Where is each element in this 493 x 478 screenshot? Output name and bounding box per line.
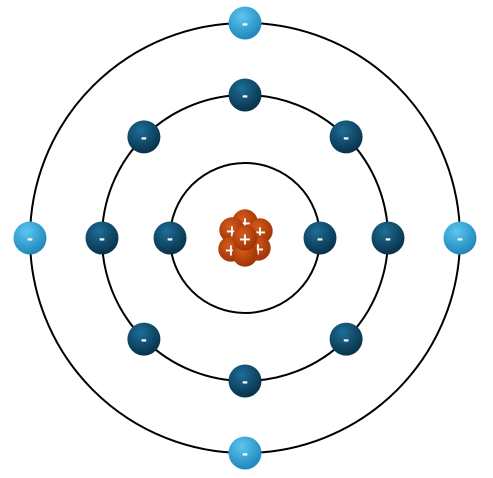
electron-sphere xyxy=(329,322,363,356)
electron-minus-sign: - xyxy=(141,331,147,349)
electron: - xyxy=(329,120,363,154)
electron-sphere xyxy=(127,120,161,154)
electron: - xyxy=(443,221,477,255)
electron-sphere xyxy=(127,322,161,356)
electron-sphere xyxy=(443,221,477,255)
electron-sphere xyxy=(13,221,47,255)
electron: - xyxy=(127,120,161,154)
electron-minus-sign: - xyxy=(343,129,349,147)
proton-plus-sign: + xyxy=(238,230,251,249)
electron: - xyxy=(228,364,262,398)
electron: - xyxy=(13,221,47,255)
electron-minus-sign: - xyxy=(457,230,463,248)
electrons: - - - - - - - - - - - - - - xyxy=(13,6,477,470)
electron-sphere xyxy=(85,221,119,255)
electron-minus-sign: - xyxy=(242,373,248,391)
electron: - xyxy=(85,221,119,255)
electron-sphere xyxy=(228,6,262,40)
electron: - xyxy=(228,78,262,112)
electron: - xyxy=(228,6,262,40)
electron-sphere xyxy=(303,221,337,255)
electron: - xyxy=(371,221,405,255)
electron: - xyxy=(329,322,363,356)
electron: - xyxy=(153,221,187,255)
electron-minus-sign: - xyxy=(167,230,173,248)
electron-minus-sign: - xyxy=(99,230,105,248)
electron-sphere xyxy=(329,120,363,154)
electron: - xyxy=(303,221,337,255)
electron-sphere xyxy=(228,436,262,470)
electron-minus-sign: - xyxy=(242,87,248,105)
electron-minus-sign: - xyxy=(343,331,349,349)
electron-minus-sign: - xyxy=(141,129,147,147)
electron-minus-sign: - xyxy=(27,230,33,248)
proton-sphere xyxy=(232,225,258,251)
electron-sphere xyxy=(228,364,262,398)
electron-sphere xyxy=(371,221,405,255)
electron-minus-sign: - xyxy=(317,230,323,248)
electron: - xyxy=(228,436,262,470)
electron-minus-sign: - xyxy=(242,445,248,463)
electron-sphere xyxy=(153,221,187,255)
nucleus: ++++++ xyxy=(218,209,273,267)
electron: - xyxy=(127,322,161,356)
electron-minus-sign: - xyxy=(242,15,248,33)
electron-minus-sign: - xyxy=(385,230,391,248)
electron-sphere xyxy=(228,78,262,112)
proton: + xyxy=(232,225,258,251)
